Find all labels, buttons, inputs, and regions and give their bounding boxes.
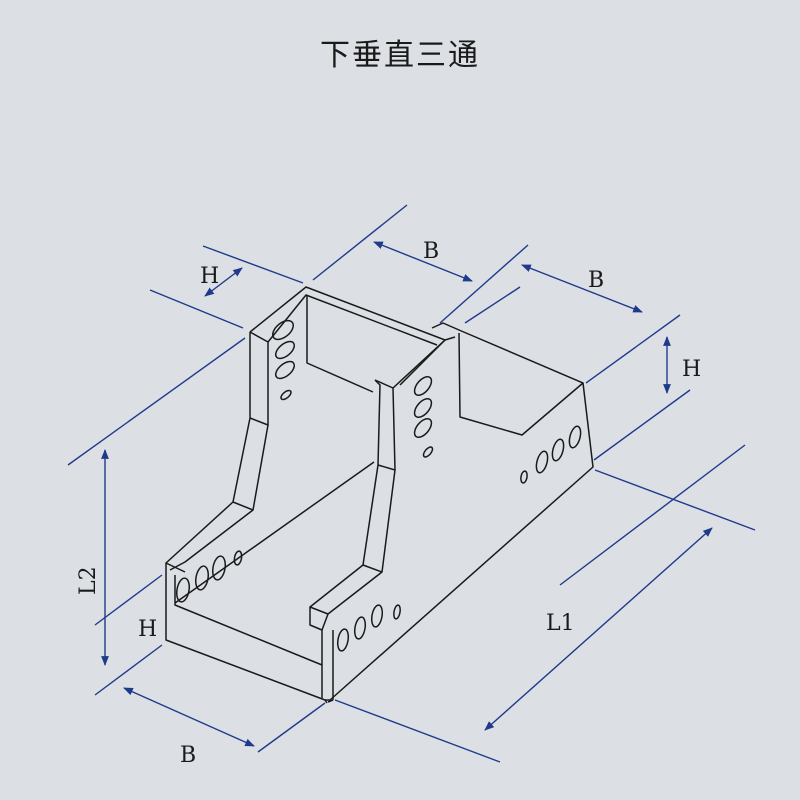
- label-b-bottom: B: [180, 743, 196, 768]
- label-l1: L1: [546, 611, 575, 636]
- label-h-top: H: [200, 264, 219, 289]
- label-l2: L2: [76, 566, 101, 595]
- tee-outline: [165, 286, 594, 704]
- label-h-left: H: [138, 617, 157, 642]
- diagram-title: 下垂直三通: [320, 38, 480, 73]
- label-h-right: H: [682, 357, 701, 382]
- b-top-arrow: [373, 241, 473, 282]
- b-bottom-arrow: [123, 687, 255, 747]
- slot-holes: [175, 319, 582, 652]
- b-right-arrow: [521, 264, 643, 313]
- dimension-lines: [67, 204, 756, 763]
- l1-arrow: [484, 527, 713, 731]
- label-b-top: B: [423, 239, 439, 264]
- label-b-right: B: [588, 268, 604, 293]
- h-top-arrow: [204, 267, 243, 297]
